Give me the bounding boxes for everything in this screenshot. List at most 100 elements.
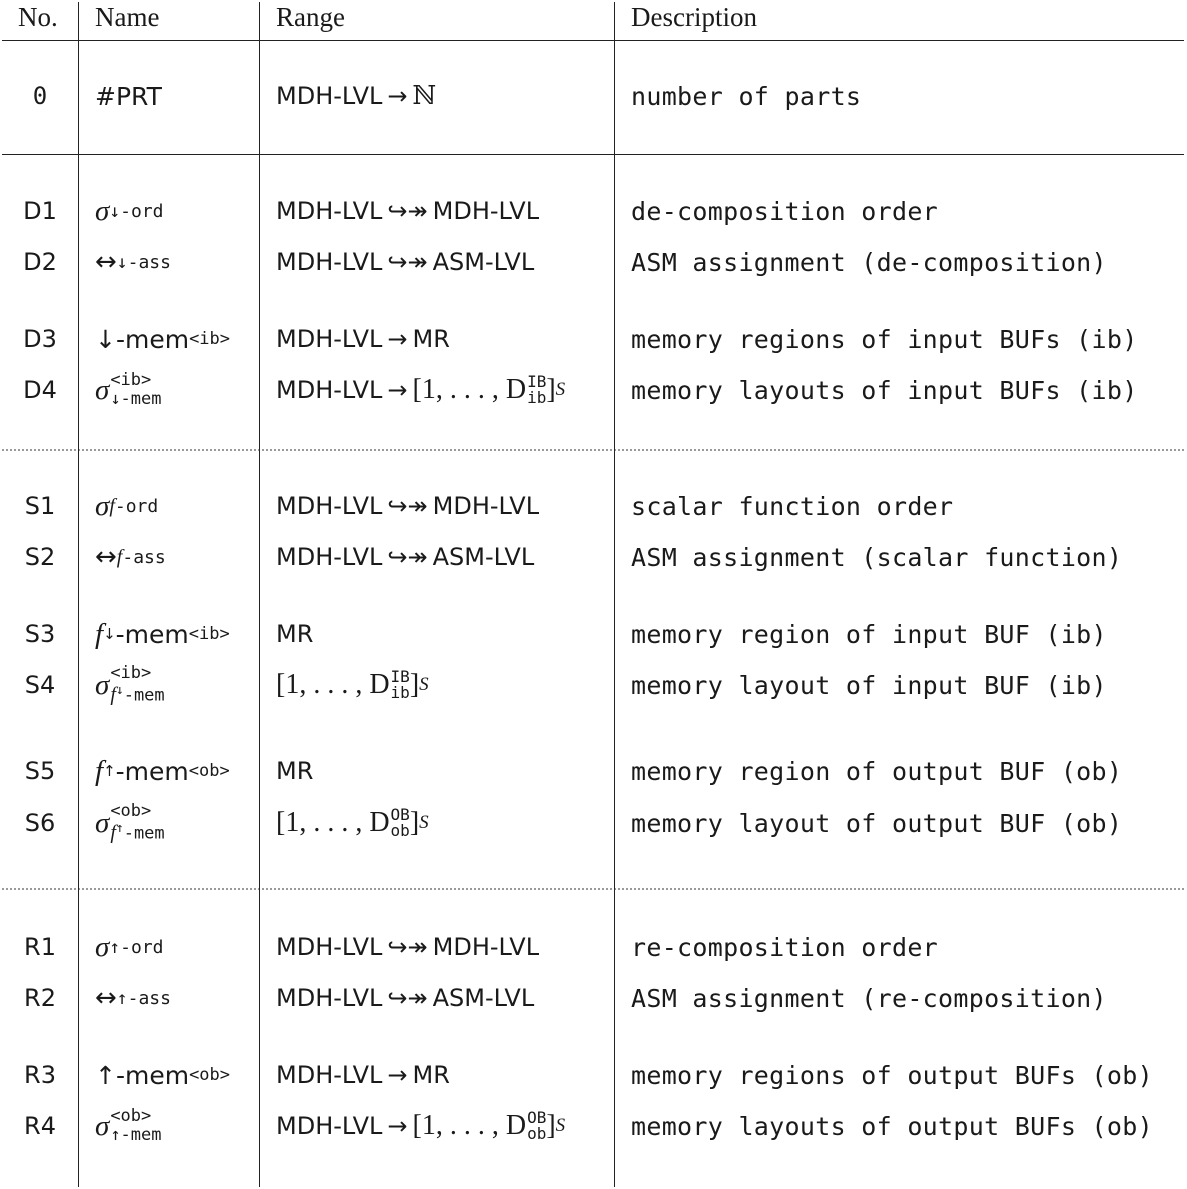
name-subscript: -mem xyxy=(123,823,165,844)
name-function-arrow: ↑ xyxy=(103,762,116,780)
row-description: memory regions of output BUFs (ob) xyxy=(631,1060,1153,1090)
row-description: memory regions of input BUFs (ib) xyxy=(631,324,1138,354)
row-number: R4 xyxy=(24,1112,56,1140)
row-description: memory region of input BUF (ib) xyxy=(631,619,1107,649)
row-description: memory layout of output BUF (ob) xyxy=(631,808,1123,838)
row-name: ↓-mem<ib> xyxy=(95,313,255,365)
range-domain: MDH-LVL xyxy=(276,543,383,571)
row-number: S4 xyxy=(24,671,56,699)
range-superscript: OB xyxy=(527,1108,547,1127)
name-function: f xyxy=(95,754,104,787)
row-range: MDH-LVL↪↠MDH-LVL xyxy=(276,185,611,237)
name-symbol: ↔ xyxy=(95,247,117,277)
surjection-arrow-icon: ↪↠ xyxy=(387,933,428,961)
header-rule xyxy=(2,40,1184,41)
name-subscript: ↑-ass xyxy=(116,987,171,1009)
row-number: R1 xyxy=(24,933,56,961)
range-interval: [1, . . . , D xyxy=(276,669,390,700)
row-name: f↑-mem<ob> xyxy=(95,745,255,797)
range-bracket: ] xyxy=(409,807,420,838)
name-subscript-arrow: ↓ xyxy=(115,683,124,699)
row-number: 0 xyxy=(32,82,48,110)
name-symbol: -mem xyxy=(115,756,189,786)
row-description: memory layouts of input BUFs (ib) xyxy=(631,375,1138,405)
range-codomain: MR xyxy=(412,1061,450,1089)
range-interval: [1, . . . , D xyxy=(412,1110,527,1141)
row-description: ASM assignment (scalar function) xyxy=(631,542,1123,572)
name-superscript: <ob> xyxy=(110,1106,152,1126)
surjection-arrow-icon: ↪↠ xyxy=(387,492,428,520)
row-name: ↔f-ass xyxy=(95,531,255,583)
row-name: ↔↑-ass xyxy=(95,972,255,1024)
range-superscript: IB xyxy=(390,667,410,686)
range-codomain: ASM-LVL xyxy=(432,984,535,1012)
range-superscript: IB xyxy=(527,372,547,391)
range-domain: MDH-LVL xyxy=(276,933,383,961)
range-subscript: ob xyxy=(527,1124,547,1143)
name-subscript: ↑-ord xyxy=(109,936,164,958)
range-codomain: ASM-LVL xyxy=(432,543,535,571)
range-codomain: MR xyxy=(276,620,314,648)
surjection-arrow-icon: ↪↠ xyxy=(387,248,428,276)
header-name: Name xyxy=(95,2,160,32)
column-divider xyxy=(259,2,260,1187)
name-subscript: ↓-ord xyxy=(109,200,164,222)
range-codomain: MDH-LVL xyxy=(432,933,540,961)
name-subscript-f: f xyxy=(110,683,116,706)
header-description: Description xyxy=(631,2,757,32)
name-subscript: -ord xyxy=(114,495,159,517)
row-number: S1 xyxy=(24,492,56,520)
table-row: D1 σ↓-ord MDH-LVL↪↠MDH-LVL de-compositio… xyxy=(0,185,1187,237)
range-codomain: ℕ xyxy=(412,81,437,111)
row-number: S5 xyxy=(24,757,56,785)
range-domain: MDH-LVL xyxy=(276,82,383,110)
range-domain: MDH-LVL xyxy=(276,197,383,225)
row-range: MR xyxy=(276,608,611,660)
table-row: S2 ↔f-ass MDH-LVL↪↠ASM-LVL ASM assignmen… xyxy=(0,531,1187,583)
range-subscript: ib xyxy=(527,388,547,407)
name-symbol: σ xyxy=(95,489,110,522)
row-name: σ<ib>↓-mem xyxy=(95,364,255,416)
surjection-arrow-icon: ↪↠ xyxy=(387,543,428,571)
surjection-arrow-icon: ↪↠ xyxy=(387,984,428,1012)
row-description: memory region of output BUF (ob) xyxy=(631,756,1123,786)
row-name: σ↓-ord xyxy=(95,185,255,237)
name-function: f xyxy=(95,617,104,650)
range-interval: [1, . . . , D xyxy=(276,807,390,838)
name-subscript: -ass xyxy=(122,546,166,568)
range-interval: [1, . . . , D xyxy=(412,374,527,405)
name-subscript: ↓-mem xyxy=(110,389,162,409)
name-subscript: ↓-ass xyxy=(116,251,171,273)
row-number: D2 xyxy=(23,248,57,276)
range-domain: MDH-LVL xyxy=(276,1112,383,1140)
row-number: D3 xyxy=(23,325,57,353)
range-codomain: ASM-LVL xyxy=(432,248,535,276)
name-symbol: σ xyxy=(95,1109,110,1142)
name-superscript: <ob> xyxy=(188,761,230,781)
section-rule xyxy=(2,154,1184,155)
arrow-icon: → xyxy=(387,1112,408,1140)
range-set: S xyxy=(419,674,429,695)
row-number: D1 xyxy=(23,197,57,225)
header-range: Range xyxy=(276,2,345,32)
name-subscript: ↑-mem xyxy=(110,1125,162,1145)
range-domain: MDH-LVL xyxy=(276,492,383,520)
dotted-divider xyxy=(2,449,1184,451)
range-codomain: MDH-LVL xyxy=(432,492,540,520)
range-codomain: MR xyxy=(276,757,314,785)
table-row: S5 f↑-mem<ob> MR memory region of output… xyxy=(0,745,1187,797)
range-bracket: ] xyxy=(546,374,556,405)
row-description: number of parts xyxy=(631,81,862,111)
name-superscript: <ib> xyxy=(110,370,152,390)
range-set: S xyxy=(555,1115,566,1136)
name-symbol: σ xyxy=(95,373,110,406)
name-symbol: #PRT xyxy=(95,81,162,111)
table-row: R3 ↑-mem<ob> MDH-LVL→MR memory regions o… xyxy=(0,1049,1187,1101)
table-row: D2 ↔↓-ass MDH-LVL↪↠ASM-LVL ASM assignmen… xyxy=(0,236,1187,288)
name-symbol: -mem xyxy=(115,619,189,649)
table-row: D3 ↓-mem<ib> MDH-LVL→MR memory regions o… xyxy=(0,313,1187,365)
range-domain: MDH-LVL xyxy=(276,984,383,1012)
